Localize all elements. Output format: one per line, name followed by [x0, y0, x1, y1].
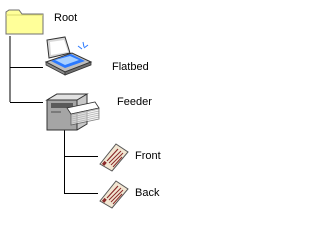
document-page-icon — [99, 143, 129, 172]
document-page-icon — [99, 180, 129, 209]
tree-node-label: Root — [54, 12, 78, 24]
tree-connectors — [9, 36, 98, 194]
tree-node-label: Flatbed — [112, 61, 149, 73]
tree-node-label: Back — [135, 187, 160, 199]
scanner-source-tree: Root Flatbed — [0, 0, 168, 219]
tree-node-label: Front — [135, 150, 161, 162]
folder-icon — [5, 9, 44, 35]
document-feeder-icon — [45, 93, 100, 131]
tree-node-label: Feeder — [117, 96, 152, 108]
flatbed-scanner-icon — [44, 36, 93, 76]
